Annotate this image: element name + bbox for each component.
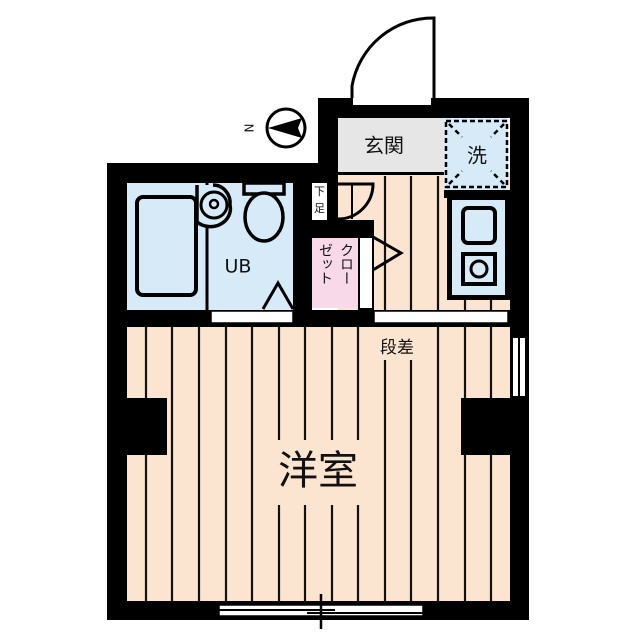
sink-icon — [461, 206, 497, 245]
western-room-label: 洋室 — [278, 448, 358, 494]
step-label: 段差 — [380, 338, 414, 358]
compass-icon: N — [243, 107, 307, 149]
compass-north-label: N — [243, 124, 257, 133]
laundry-label: 洗 — [467, 144, 487, 168]
room-door-opening — [373, 310, 509, 324]
entrance-floor — [338, 118, 444, 173]
closet-door — [360, 238, 372, 308]
closet-label-col1: クロー — [338, 243, 354, 285]
laundry-machine-space — [444, 119, 509, 189]
closet-label-col2: ゼット — [317, 243, 333, 285]
burner-icon — [469, 259, 489, 279]
bath-door-swing — [261, 279, 295, 310]
bath-door-opening — [210, 310, 294, 324]
bathtub-icon — [135, 195, 198, 297]
closet-floor — [312, 238, 358, 308]
toilet-icon — [242, 181, 286, 243]
shoe-cabinet — [312, 183, 327, 219]
entrance-label: 玄関 — [364, 134, 404, 158]
shoe-cabinet-label-2: 足 — [314, 202, 325, 215]
shoe-cabinet-door-swing — [337, 182, 375, 221]
closet-door-swing — [372, 235, 404, 272]
bath-label: UB — [225, 256, 252, 278]
western-room-floor — [127, 327, 510, 601]
shoe-cabinet-label-1: 下 — [314, 185, 325, 198]
right-window — [513, 338, 525, 396]
floor-board-lines — [144, 327, 493, 601]
bottom-window — [218, 594, 424, 629]
entrance-door — [350, 16, 436, 107]
